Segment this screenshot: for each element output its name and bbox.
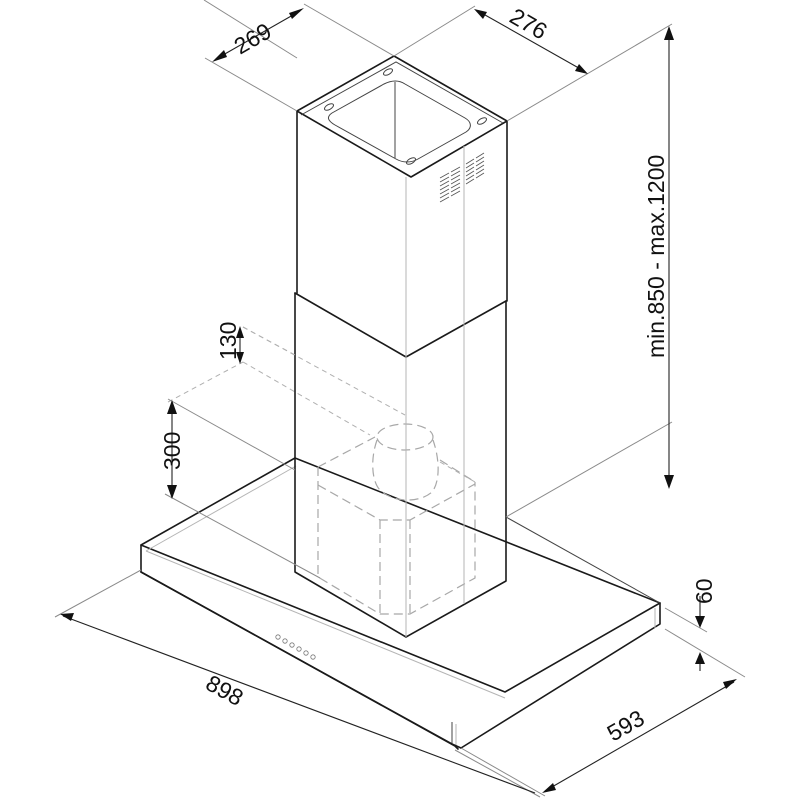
- control-button-icon: [310, 654, 316, 660]
- control-button-icon: [282, 638, 288, 644]
- dimension-label-276: 276: [506, 3, 552, 45]
- control-button-icon: [296, 646, 302, 652]
- dimension-label-269: 269: [230, 18, 276, 60]
- dimension-canopy-thickness: 60: [664, 578, 746, 678]
- motor-housing-hidden: [167, 326, 476, 615]
- dimension-ceiling-offset: 130: [215, 322, 296, 364]
- dimension-label-593: 593: [603, 705, 649, 747]
- dimension-label-898: 898: [202, 670, 248, 711]
- dimension-label-height: min.850 - max.1200: [643, 155, 669, 358]
- control-button-icon: [303, 650, 309, 656]
- control-buttons: [275, 634, 316, 660]
- dimension-label-60: 60: [691, 578, 717, 604]
- vent-grille: [439, 152, 485, 203]
- dimension-chimney-height: min.850 - max.1200: [505, 26, 674, 518]
- canopy: [140, 457, 661, 750]
- dimension-label-130: 130: [215, 322, 241, 360]
- control-button-icon: [275, 634, 281, 640]
- control-button-icon: [289, 642, 295, 648]
- dimension-label-300: 300: [159, 432, 185, 470]
- dimension-duct-clearance: 300: [159, 398, 321, 579]
